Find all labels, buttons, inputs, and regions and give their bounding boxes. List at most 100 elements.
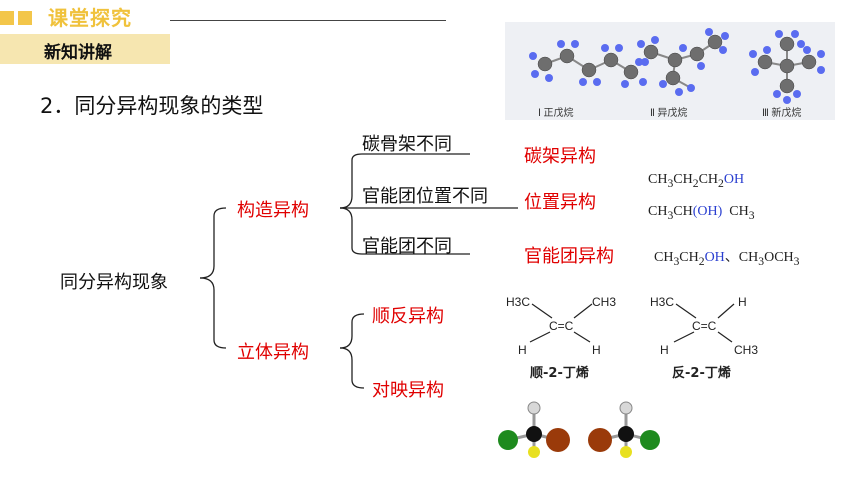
caption-neopentane: Ⅲ 新戊烷	[762, 108, 802, 119]
condition-functional-group: 官能团不同	[362, 236, 452, 257]
caption-n-pentane: Ⅰ 正戊烷	[538, 108, 574, 119]
carbon-atom	[526, 426, 542, 442]
brace-upper	[199, 207, 227, 279]
branch-enantiomer	[339, 347, 365, 389]
chlorine-atom	[640, 430, 660, 450]
hydrogen-atom	[571, 40, 579, 48]
hydrogen-atom	[817, 66, 825, 74]
hydrogen-atom	[639, 78, 647, 86]
cis-ch3-label: CH3	[592, 295, 616, 309]
carbon-atom	[643, 44, 659, 60]
hydrogen-atom	[705, 28, 713, 36]
condition-position: 官能团位置不同	[362, 186, 488, 207]
hydrogen-atom	[679, 44, 687, 52]
carbon-atom	[779, 36, 795, 52]
hydrogen-atom	[641, 58, 649, 66]
section-badge: 新知讲解	[44, 43, 112, 63]
hydrogen-atom	[557, 40, 565, 48]
cis-double-bond-label: C=C	[549, 319, 574, 333]
hydrogen-atom	[763, 46, 771, 54]
hydrogen-atom	[637, 40, 645, 48]
hydrogen-atom	[749, 50, 757, 58]
trans-h-left-label: H	[660, 343, 669, 357]
hydrogen-atom	[721, 32, 729, 40]
cis-h-right-label: H	[592, 343, 601, 357]
type-skeletal-isomerism: 碳架异构	[524, 146, 596, 167]
branch-cis-trans	[339, 313, 365, 349]
formula-1-propanol: CH3CH2CH2OH	[648, 172, 745, 190]
fluorine-atom	[620, 446, 632, 458]
hydrogen-atom	[579, 78, 587, 86]
caption-cis-2-butene: 顺-2-丁烯	[530, 366, 589, 381]
branch-functional-group	[339, 207, 470, 255]
hydrogen-atom	[619, 401, 633, 415]
hydrogen-atom	[775, 30, 783, 38]
type-functional-isomerism: 官能团异构	[524, 246, 614, 267]
carbon-atom	[757, 54, 773, 70]
hydrogen-atom	[675, 88, 683, 96]
cis-h-left-label: H	[518, 343, 527, 357]
hydrogen-atom	[793, 90, 801, 98]
hydrogen-atom	[545, 74, 553, 82]
node-stereoisomerism: 立体异构	[237, 342, 309, 363]
header-square	[18, 11, 32, 25]
hydrogen-atom	[751, 68, 759, 76]
condition-carbon-skeleton: 碳骨架不同	[362, 134, 452, 155]
trans-h-right-label: H	[738, 295, 747, 309]
section-title: 课堂探究	[48, 6, 132, 30]
carbon-atom	[665, 70, 681, 86]
carbon-atom	[779, 78, 795, 94]
page-heading: 2．同分异构现象的类型	[40, 94, 264, 118]
carbon-atom	[537, 56, 553, 72]
header-square	[0, 11, 14, 25]
hydrogen-atom	[817, 50, 825, 58]
brace-lower	[199, 277, 227, 349]
fluorine-atom	[528, 446, 540, 458]
hydrogen-atom	[593, 78, 601, 86]
hydrogen-atom	[687, 84, 695, 92]
carbon-atom	[618, 426, 634, 442]
hydrogen-atom	[615, 44, 623, 52]
chlorine-atom	[498, 430, 518, 450]
badge-background	[0, 34, 170, 64]
hydrogen-atom	[601, 44, 609, 52]
carbon-atom	[779, 58, 795, 74]
type-enantiomerism: 对映异构	[372, 380, 444, 401]
hydrogen-atom	[659, 80, 667, 88]
carbon-atom	[603, 52, 619, 68]
hydrogen-atom	[783, 96, 791, 104]
bromine-atom	[546, 428, 570, 452]
hydrogen-atom	[791, 30, 799, 38]
hydrogen-atom	[773, 90, 781, 98]
bromine-atom	[588, 428, 612, 452]
carbon-atom	[707, 34, 723, 50]
trans-double-bond-label: C=C	[692, 319, 717, 333]
hydrogen-atom	[651, 36, 659, 44]
trans-ch3-label: CH3	[734, 343, 758, 357]
node-constitutional-isomerism: 构造异构	[237, 200, 309, 221]
header-rule	[170, 20, 446, 21]
carbon-atom	[581, 62, 597, 78]
carbon-atom	[667, 52, 683, 68]
pentane-models-svg	[529, 28, 825, 104]
hydrogen-atom	[803, 46, 811, 54]
type-cis-trans-isomerism: 顺反异构	[372, 306, 444, 327]
tree-root: 同分异构现象	[60, 272, 168, 293]
cis-h3c-label: H3C	[506, 295, 530, 309]
carbon-atom	[689, 46, 705, 62]
hydrogen-atom	[531, 70, 539, 78]
hydrogen-atom	[529, 52, 537, 60]
butene-structures: H3C CH3 C=C H H H3C H C=C H CH3	[506, 295, 758, 357]
carbon-atom	[623, 64, 639, 80]
carbon-atom	[801, 54, 817, 70]
hydrogen-atom	[635, 58, 643, 66]
carbon-atom	[559, 48, 575, 64]
formula-ethanol-dimethyl-ether: CH3CH2OH、CH3OCH3	[654, 250, 800, 268]
caption-isopentane: Ⅱ 异戊烷	[650, 108, 688, 119]
hydrogen-atom	[527, 401, 541, 415]
trans-h3c-label: H3C	[650, 295, 674, 309]
hydrogen-atom	[697, 62, 705, 70]
branch-carbon-skeleton	[339, 153, 470, 209]
pentane-models-panel	[505, 22, 835, 120]
